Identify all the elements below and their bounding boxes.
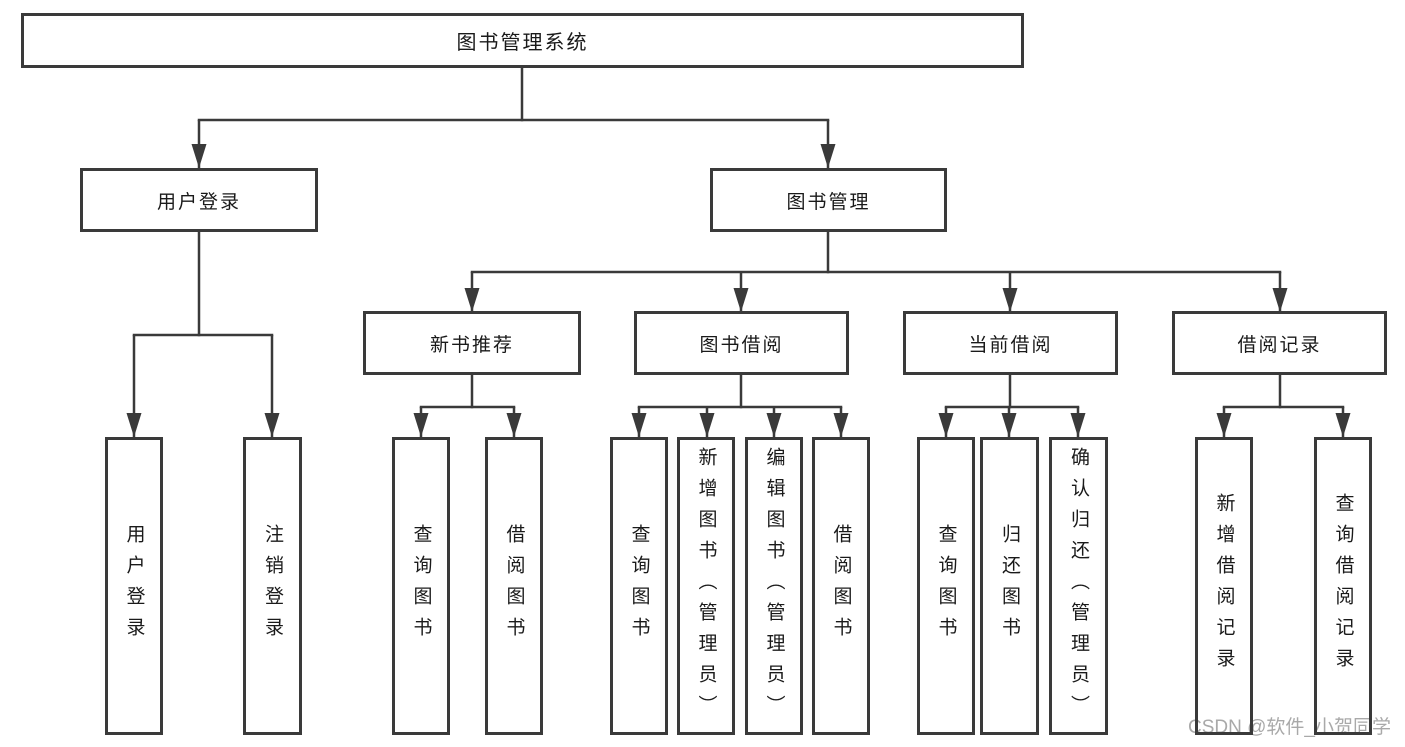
node-borrow-records: 借阅记录 <box>1172 311 1387 375</box>
node-leaf-edit-book-admin: 编辑图书（管理员） <box>745 437 803 735</box>
node-new-book-recommend: 新书推荐 <box>363 311 581 375</box>
node-leaf-query-borrow-record-label: 查询借阅记录 <box>1332 493 1354 679</box>
node-leaf-query-books-1: 查询图书 <box>392 437 450 735</box>
node-leaf-return-books: 归还图书 <box>980 437 1039 735</box>
node-root: 图书管理系统 <box>21 13 1024 68</box>
node-borrow-records-label: 借阅记录 <box>1237 334 1322 356</box>
node-leaf-add-borrow-record-label: 新增借阅记录 <box>1213 493 1235 679</box>
node-leaf-borrow-books-2: 借阅图书 <box>812 437 870 735</box>
node-root-label: 图书管理系统 <box>456 32 589 54</box>
node-book-management: 图书管理 <box>710 168 947 232</box>
node-leaf-edit-book-admin-label: 编辑图书（管理员） <box>763 446 785 726</box>
node-leaf-confirm-return-admin: 确认归还（管理员） <box>1049 437 1108 735</box>
node-leaf-query-books-3-label: 查询图书 <box>935 524 957 648</box>
node-user-login-label: 用户登录 <box>156 191 241 213</box>
node-leaf-query-books-2-label: 查询图书 <box>628 524 650 648</box>
node-leaf-user-login: 用户登录 <box>105 437 163 735</box>
node-user-login: 用户登录 <box>80 168 318 232</box>
node-book-borrow-label: 图书借阅 <box>699 334 784 356</box>
node-leaf-query-books-3: 查询图书 <box>917 437 975 735</box>
node-leaf-add-borrow-record: 新增借阅记录 <box>1195 437 1253 735</box>
node-leaf-add-book-admin: 新增图书（管理员） <box>677 437 735 735</box>
node-leaf-query-books-2: 查询图书 <box>610 437 668 735</box>
node-leaf-add-book-admin-label: 新增图书（管理员） <box>695 446 717 726</box>
node-leaf-borrow-books-2-label: 借阅图书 <box>830 524 852 648</box>
node-leaf-return-books-label: 归还图书 <box>999 524 1020 648</box>
node-book-borrow: 图书借阅 <box>634 311 849 375</box>
node-new-book-recommend-label: 新书推荐 <box>429 334 514 356</box>
node-leaf-logout: 注销登录 <box>243 437 302 735</box>
node-leaf-logout-label: 注销登录 <box>262 524 283 648</box>
node-leaf-query-books-1-label: 查询图书 <box>410 524 432 648</box>
node-leaf-borrow-books-1-label: 借阅图书 <box>503 524 525 648</box>
node-leaf-confirm-return-admin-label: 确认归还（管理员） <box>1068 446 1089 726</box>
node-leaf-query-borrow-record: 查询借阅记录 <box>1314 437 1372 735</box>
node-leaf-borrow-books-1: 借阅图书 <box>485 437 543 735</box>
node-book-management-label: 图书管理 <box>786 191 871 213</box>
node-current-borrow-label: 当前借阅 <box>968 334 1053 356</box>
node-current-borrow: 当前借阅 <box>903 311 1118 375</box>
node-leaf-user-login-label: 用户登录 <box>123 524 145 648</box>
